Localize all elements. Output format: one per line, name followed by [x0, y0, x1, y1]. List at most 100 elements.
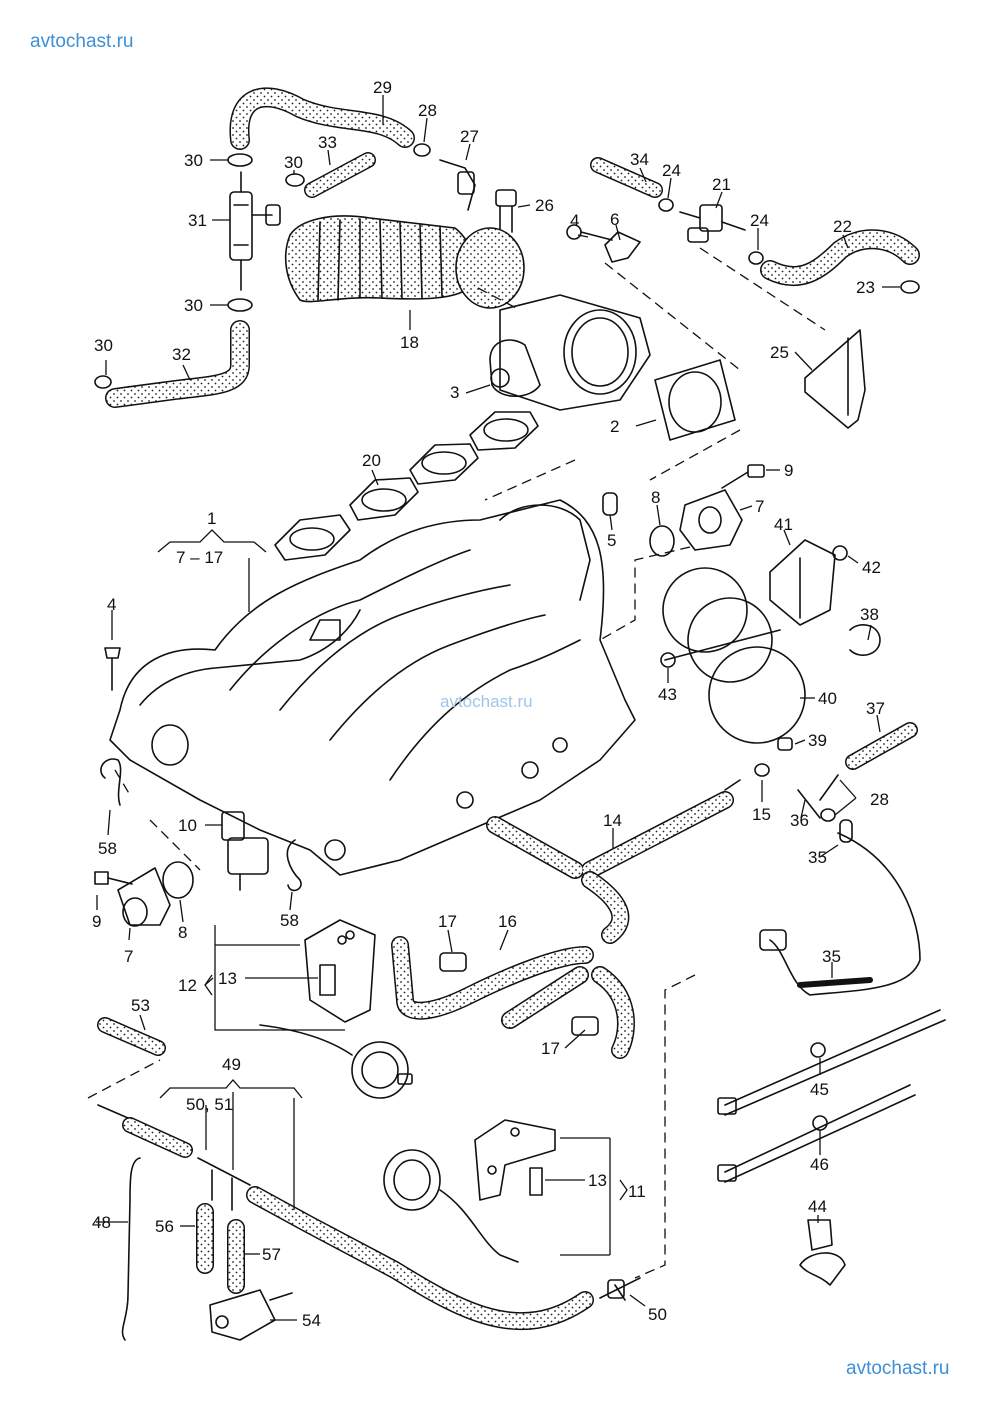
hose-32 — [105, 320, 250, 408]
cable-tie-45 — [717, 1009, 946, 1116]
hose-33 — [304, 152, 376, 198]
hose-16 — [391, 936, 635, 1059]
callout-36: 36 — [790, 811, 809, 830]
callout-39: 39 — [808, 731, 827, 750]
callout-6: 6 — [610, 210, 619, 229]
valve-54 — [209, 1289, 293, 1341]
callout-40: 40 — [818, 689, 837, 708]
callout-38: 38 — [860, 605, 879, 624]
callout-7: 7 — [755, 497, 764, 516]
callout-17: 17 — [438, 912, 457, 931]
callout-24: 24 — [750, 211, 769, 230]
callout-43: 43 — [658, 685, 677, 704]
clamp-15 — [754, 763, 770, 777]
elbow-27 — [439, 159, 476, 211]
callout-13: 13 — [218, 969, 237, 988]
callout-26: 26 — [535, 196, 554, 215]
callout-50-51: 50, 51 — [186, 1095, 233, 1114]
callout-35: 35 — [822, 947, 841, 966]
callout-24: 24 — [662, 161, 681, 180]
callout-8: 8 — [651, 488, 660, 507]
callout-29: 29 — [373, 78, 392, 97]
clip-17-a — [439, 952, 467, 972]
callout-41: 41 — [774, 515, 793, 534]
bolt-13-b — [529, 1167, 543, 1196]
callout-13: 13 — [588, 1171, 607, 1190]
bolt-9-top — [721, 464, 765, 489]
bolt-9-bottom — [94, 871, 133, 885]
filter-31 — [229, 171, 281, 291]
callout-34: 34 — [630, 150, 649, 169]
callout-42: 42 — [862, 558, 881, 577]
callout-4: 4 — [107, 595, 116, 614]
connector-50 — [599, 1277, 641, 1301]
vacuum-actuator-12 — [259, 1024, 413, 1099]
clamp-30-a — [227, 153, 253, 167]
callout-56: 56 — [155, 1217, 174, 1236]
line-35 — [759, 832, 921, 996]
o-ring-8-top — [649, 525, 675, 557]
clamp-28-b — [820, 808, 836, 822]
line-48 — [121, 1157, 141, 1341]
callout-45: 45 — [810, 1080, 829, 1099]
intake-manifold-1 — [109, 499, 636, 876]
watermark-middle: avtochast.ru — [440, 692, 533, 711]
callout-1: 1 — [207, 509, 216, 528]
callout-7: 7 — [124, 947, 133, 966]
callout-28: 28 — [418, 101, 437, 120]
cap-26 — [495, 189, 517, 233]
throttle-body-3 — [489, 294, 651, 411]
callout-44: 44 — [808, 1197, 827, 1216]
callout-30: 30 — [284, 153, 303, 172]
leader-lines — [96, 95, 900, 1321]
watermark-top[interactable]: avtochast.ru — [30, 31, 134, 52]
gasket-2 — [654, 359, 736, 441]
callout-8: 8 — [178, 923, 187, 942]
tee-49 — [197, 1157, 251, 1211]
callout-48: 48 — [92, 1213, 111, 1232]
clip-58-b — [286, 839, 302, 892]
callout-58: 58 — [280, 911, 299, 930]
callout-30: 30 — [94, 336, 113, 355]
hose-37 — [845, 722, 918, 770]
callout-2: 2 — [610, 417, 619, 436]
intake-boot-18 — [284, 215, 525, 309]
callout-50: 50 — [648, 1305, 667, 1324]
tee-36 — [797, 774, 839, 819]
clamp-38 — [849, 624, 881, 656]
callout-18: 18 — [400, 333, 419, 352]
o-ring-8-bottom — [162, 861, 194, 899]
callout-28: 28 — [870, 790, 889, 809]
hose-34 — [590, 157, 663, 198]
hose-49-long — [246, 1186, 594, 1331]
hose-53 — [97, 1017, 166, 1056]
callout-27: 27 — [460, 127, 479, 146]
pin-5 — [602, 492, 618, 516]
callout-10: 10 — [178, 816, 197, 835]
bolt-13-a — [319, 964, 336, 996]
bracket-41 — [769, 539, 836, 626]
bracket-12 — [304, 919, 376, 1023]
callout-12: 12 — [178, 976, 197, 995]
cap-35 — [839, 819, 853, 843]
clamp-24-a — [658, 198, 674, 212]
clamp-30-d — [94, 375, 112, 389]
callout-30: 30 — [184, 151, 203, 170]
callout-37: 37 — [866, 699, 885, 718]
callout-46: 46 — [810, 1155, 829, 1174]
clamp-30-b — [285, 173, 305, 187]
callout-54: 54 — [302, 1311, 321, 1330]
watermark-bottom[interactable]: avtochast.ru — [846, 1358, 950, 1379]
hose-29 — [229, 87, 415, 150]
nut-43 — [660, 652, 676, 668]
clamp-24-b — [748, 251, 764, 265]
nut-42 — [832, 545, 848, 561]
group-braces — [204, 974, 628, 1201]
bolt-4-left — [104, 647, 121, 691]
dashed-leaders — [87, 247, 826, 1279]
callout-9: 9 — [784, 461, 793, 480]
bracket-25 — [804, 329, 866, 429]
hose-50-51 — [97, 1104, 193, 1158]
